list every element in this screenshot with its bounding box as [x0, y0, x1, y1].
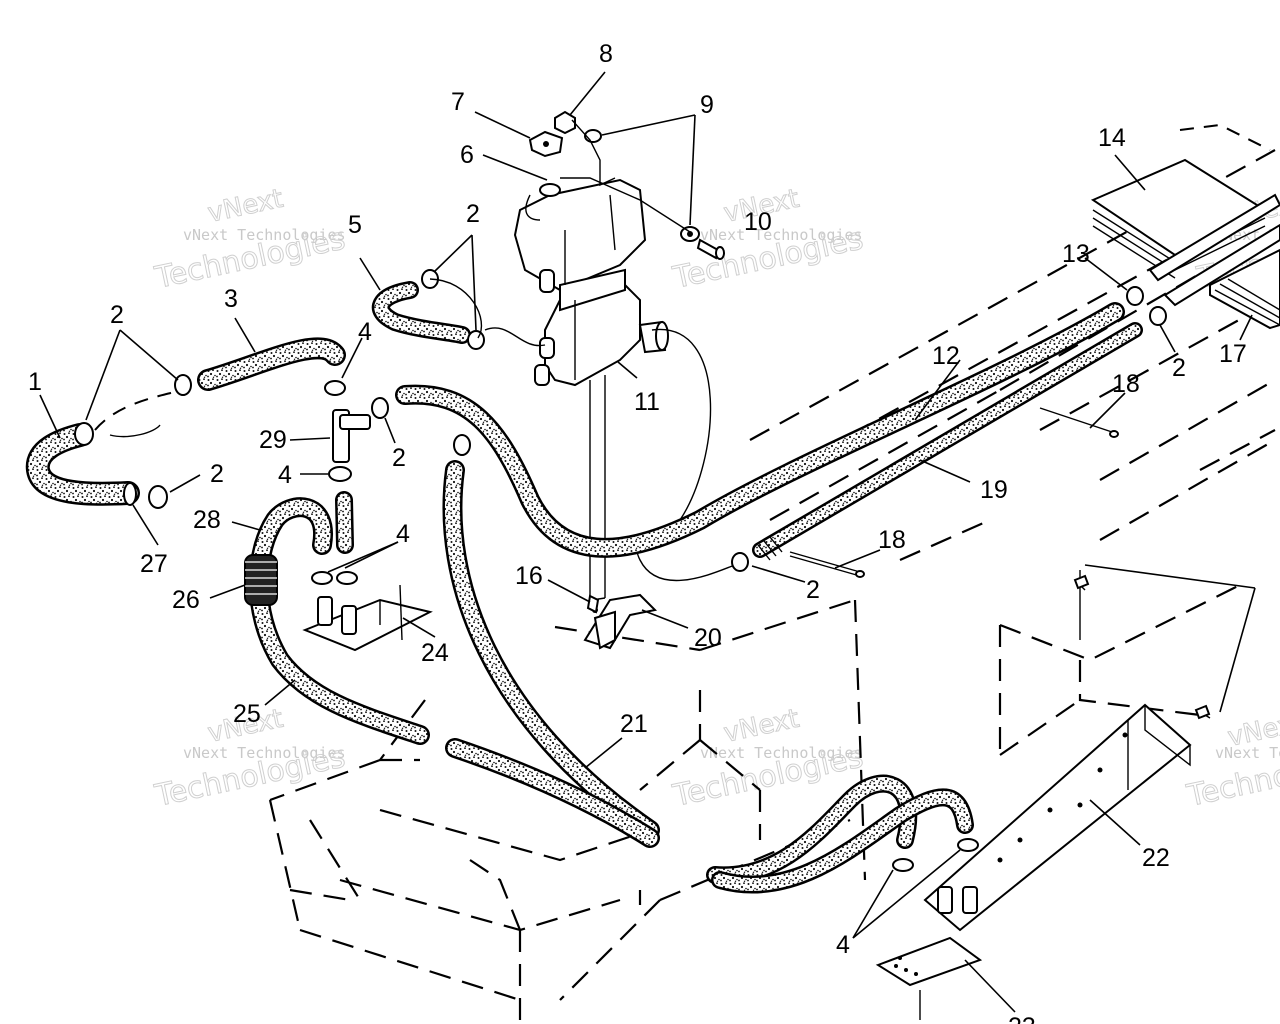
clamp: [892, 858, 914, 872]
heat-exchanger-17: [1209, 248, 1280, 330]
callout-4: 4: [278, 461, 292, 489]
callout-2: 2: [392, 444, 406, 472]
clamp: [957, 838, 979, 852]
watermark-bottom-center: vNext vNext Technologies Technologies: [669, 703, 867, 814]
callout-9: 9: [700, 91, 714, 119]
watermark-top-center: vNext vNext Technologies Technologies: [669, 183, 867, 296]
wire: [429, 278, 483, 339]
clamp: [453, 434, 471, 456]
callout-27: 27: [140, 550, 168, 578]
watermark-bottom-right: vNext vNext Technologies Technologies: [1183, 707, 1280, 814]
watermark-brand: vNext: [721, 704, 802, 749]
watermark-company: vNext Technologies: [183, 744, 346, 762]
watermark-brand: vNext: [205, 184, 286, 229]
fitting-8: [554, 110, 576, 135]
callout-2: 2: [1172, 354, 1186, 382]
clamp: [148, 485, 168, 509]
clamp: [371, 397, 389, 419]
hose-1: [25, 423, 140, 506]
callout-7: 7: [451, 88, 465, 116]
clamp: [328, 466, 352, 482]
watermark-company: vNext Technologies: [183, 226, 346, 244]
hose-short: [335, 491, 354, 554]
hose-hint: [109, 424, 161, 438]
callout-4: 4: [836, 931, 850, 959]
callout-20: 20: [694, 624, 722, 652]
callout-14: 14: [1098, 124, 1126, 152]
callout-29: 29: [259, 426, 287, 454]
callout-13: 13: [1062, 240, 1090, 268]
callout-2: 2: [466, 200, 480, 228]
callout-1: 1: [28, 368, 42, 396]
clamp: [311, 571, 333, 585]
callout-6: 6: [460, 141, 474, 169]
callout-2: 2: [210, 460, 224, 488]
callout-4: 4: [358, 318, 372, 346]
callout-17: 17: [1219, 340, 1247, 368]
clamp: [74, 422, 94, 446]
clamp-group: [74, 269, 1167, 872]
heat-exchanger-14: [1090, 158, 1280, 307]
gasket-9: [584, 129, 700, 242]
clamp: [467, 330, 485, 350]
callout-19: 19: [980, 476, 1008, 504]
hose-5: [372, 281, 471, 344]
callout-11: 11: [634, 388, 660, 416]
watermark-top-left: vNext vNext Technologies Technologies: [151, 183, 349, 296]
bracket-23: [875, 936, 983, 1020]
hose-21: [442, 460, 660, 848]
callout-4: 4: [396, 520, 410, 548]
probe-18: [789, 407, 1119, 578]
clamp: [336, 571, 358, 585]
sleeve-26: [244, 554, 278, 606]
callout-5: 5: [348, 211, 362, 239]
callout-2: 2: [806, 576, 820, 604]
callout-22: 22: [1142, 844, 1170, 872]
callout-18: 18: [878, 526, 906, 554]
hose-27: [123, 482, 137, 506]
callout-23: 23: [1008, 1013, 1036, 1024]
clamp: [731, 552, 749, 572]
coolant-reservoir-11: [513, 178, 736, 601]
clamp: [1149, 306, 1167, 326]
wire: [484, 327, 546, 347]
bracket-20: [583, 593, 658, 650]
watermark-company: vNext Technologies: [1215, 744, 1280, 762]
clamp: [174, 374, 192, 396]
mounting-plate-22: [923, 570, 1211, 932]
cap-7: [528, 130, 564, 158]
callout-3: 3: [224, 285, 238, 313]
callout-labels: 1 2 2 3 5 2 4 29 4 2 4 28 27 26 24 25 6 …: [28, 40, 1247, 1024]
clamp: [324, 380, 346, 396]
callout-24: 24: [421, 639, 449, 667]
hose-hint: [94, 389, 181, 431]
hose-group: [25, 281, 1143, 894]
callout-21: 21: [620, 710, 648, 738]
callout-18: 18: [1112, 370, 1140, 398]
callout-16: 16: [515, 562, 543, 590]
hose-19: [752, 322, 1143, 561]
hose-12: [395, 302, 1125, 558]
callout-28: 28: [193, 506, 221, 534]
callout-8: 8: [599, 40, 613, 68]
bolt-10: [696, 238, 725, 260]
tee-fitting-29: [332, 409, 371, 463]
leader-lines: [39, 71, 1256, 1013]
bolt-16: [586, 594, 600, 614]
callout-25: 25: [233, 700, 261, 728]
callout-12: 12: [932, 342, 960, 370]
watermark-company: vNext Technologies: [700, 744, 863, 762]
hose-bottom: [706, 774, 974, 894]
callout-26: 26: [172, 586, 200, 614]
bolt-group: [1073, 574, 1211, 720]
callout-2: 2: [110, 301, 124, 329]
callout-10: 10: [744, 208, 772, 236]
watermark-company: vNext Technologies: [700, 226, 863, 244]
clamp: [1126, 286, 1144, 306]
hose-3: [197, 337, 346, 391]
mount-base-24: [302, 584, 433, 652]
